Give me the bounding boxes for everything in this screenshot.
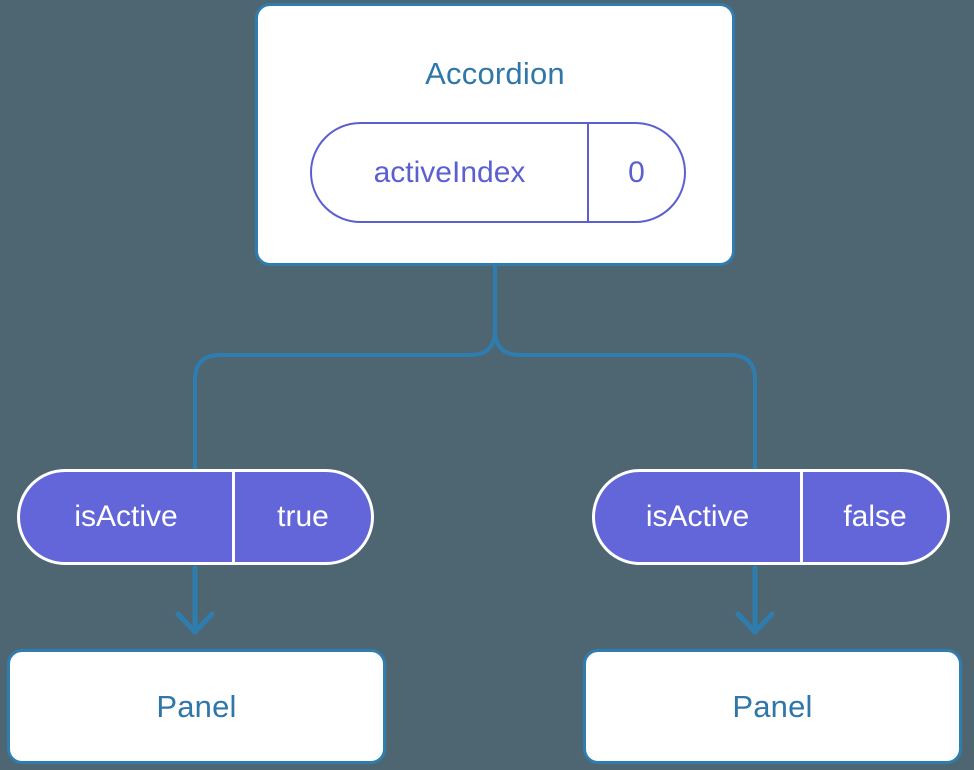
state-pill-value-label: 0 [587,124,684,221]
panel-component-card-left: Panel [7,649,386,764]
panel-card-title-right: Panel [732,689,813,724]
prop-to-panel-arrow-right [735,565,775,635]
prop-pill-value-label-left: true [232,472,371,562]
prop-pill-is-active-false: isActive false [592,469,950,565]
panel-card-title-left: Panel [156,689,237,724]
accordion-component-card: Accordion activeIndex 0 [255,3,735,266]
state-pill-active-index: activeIndex 0 [310,122,686,223]
prop-pill-key-label-right: isActive [645,500,750,533]
prop-to-panel-arrow-left [175,565,215,635]
panel-component-card-right: Panel [583,649,962,764]
prop-pill-is-active-true: isActive true [17,469,374,565]
accordion-card-title: Accordion [425,56,565,91]
tree-branch-path [193,264,757,471]
prop-pill-key-label-left: isActive [74,500,178,533]
state-pill-key-label: activeIndex [373,155,526,189]
prop-pill-value-label-right: false [800,472,947,562]
